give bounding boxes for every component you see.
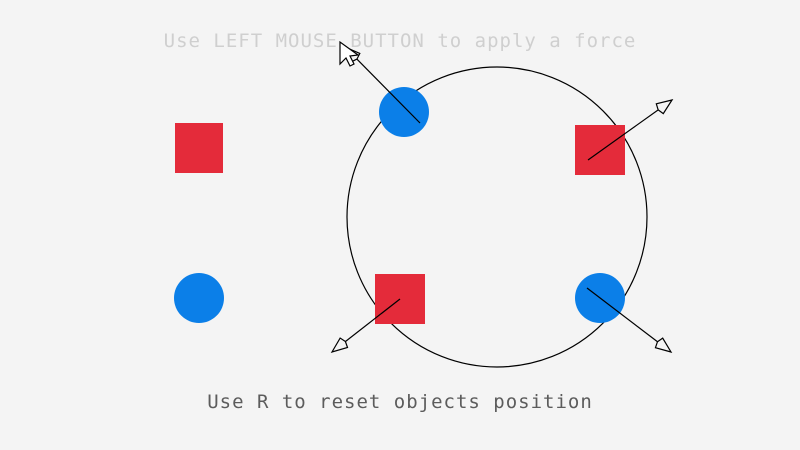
force-arrow-square-right — [587, 99, 674, 161]
body-square-left[interactable] — [175, 123, 223, 173]
hint-text-top: Use LEFT MOUSE BUTTON to apply a force — [163, 30, 637, 52]
arrowhead-icon — [330, 337, 349, 353]
arrowhead-icon — [655, 99, 674, 115]
arrowhead-icon — [654, 337, 673, 353]
mouse-cursor-icon — [339, 40, 360, 67]
boundary-circle — [346, 66, 648, 368]
hint-text-bottom: Use R to reset objects position — [207, 391, 593, 413]
force-arrow-circle-right — [586, 287, 673, 353]
body-circle-left[interactable] — [174, 273, 224, 323]
body-square-right[interactable] — [575, 125, 625, 175]
body-circle-top[interactable] — [379, 87, 429, 137]
force-arrow-square-center — [330, 298, 401, 353]
